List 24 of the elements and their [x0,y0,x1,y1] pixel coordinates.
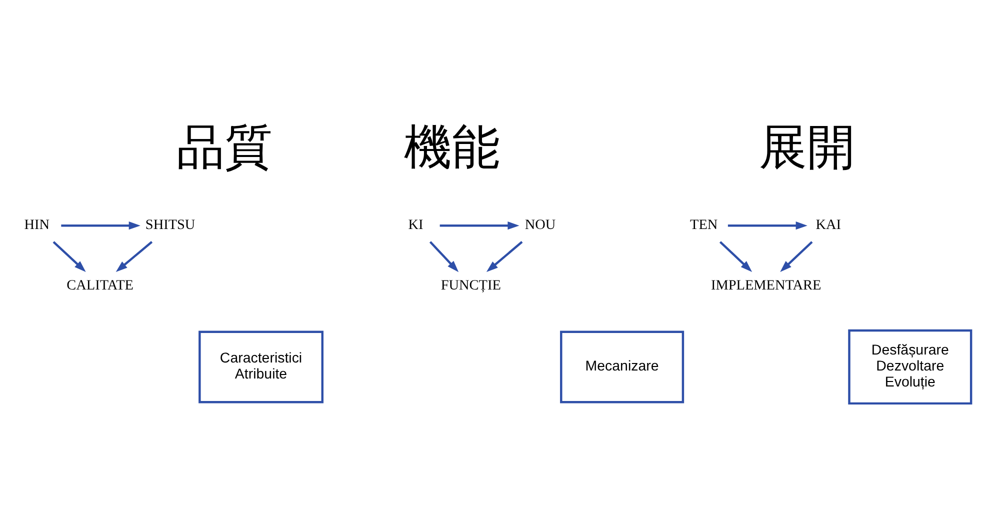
label: 機能 [404,120,500,176]
node-text: IMPLEMENTARE [710,277,822,294]
arrow [728,222,808,230]
arrow [116,241,153,272]
node-text: HIN [24,216,50,233]
node-text: TEN [690,216,718,233]
arrow [780,241,813,272]
node-text: KAI [816,216,841,233]
arrow [440,222,520,230]
node-box: Desfășurare Dezvoltare Evoluție [848,329,972,405]
node-text: FUNCȚIE [440,277,501,294]
arrow [52,241,86,272]
label: 品質 [176,120,273,176]
arrow [486,241,523,272]
arrow [719,241,752,272]
arrow [61,222,140,230]
node-text: NOU [524,216,556,233]
node-text: SHITSU [145,216,196,233]
node-box: Caracteristici Atribuite [198,330,324,404]
arrow [429,241,459,272]
label: 展開 [759,120,856,176]
node-box: Mecanizare [560,330,684,404]
node-text: CALITATE [66,277,134,294]
node-text: KI [408,216,424,233]
